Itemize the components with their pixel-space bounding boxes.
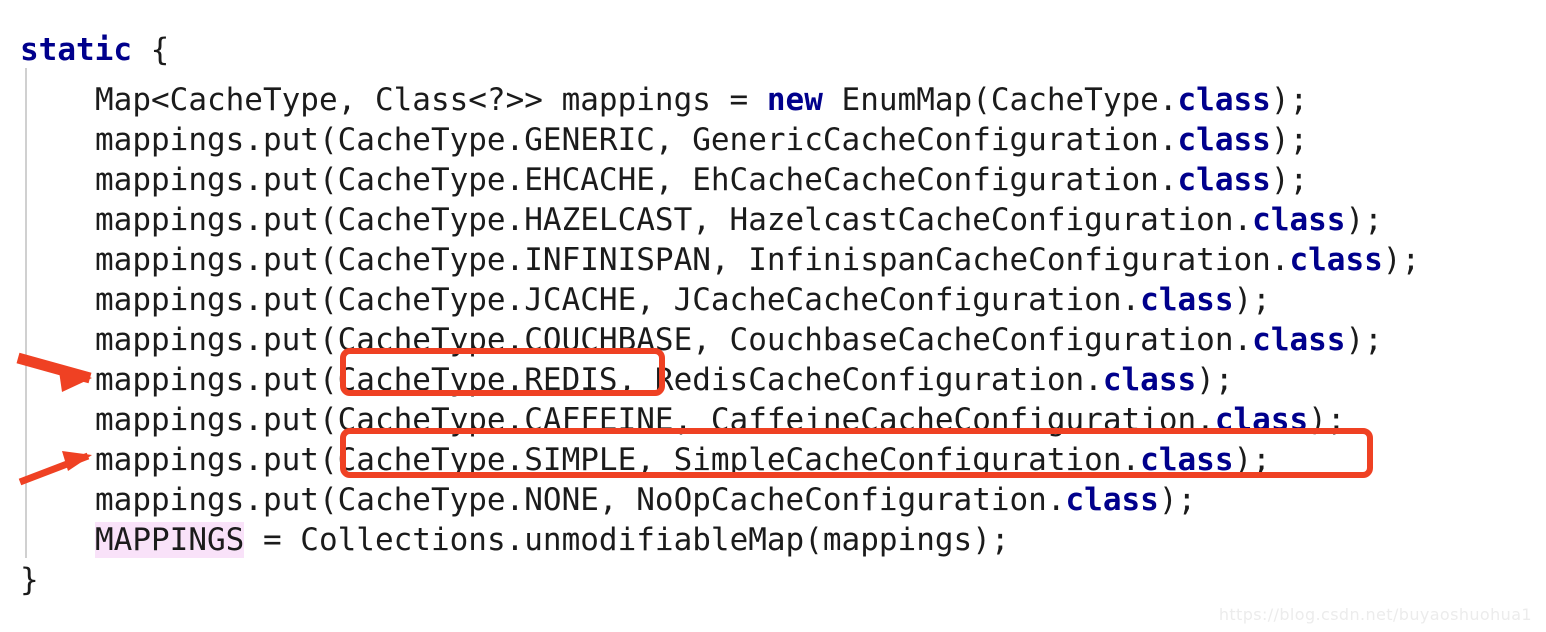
code-line-close-brace: }: [20, 562, 39, 598]
code-line-mappings-assign: MAPPINGS = Collections.unmodifiableMap(m…: [95, 520, 1010, 560]
keyword-class: class: [1177, 82, 1271, 118]
code-text: mappings.put(CacheType.INFINISPAN, Infin…: [95, 242, 1290, 278]
code-text: {: [131, 32, 170, 68]
code-line-put-jcache: mappings.put(CacheType.JCACHE, JCacheCac…: [95, 280, 1271, 320]
keyword-class: class: [1252, 322, 1346, 358]
keyword-class: class: [1140, 282, 1234, 318]
watermark-text: https://blog.csdn.net/buyaoshuohua1: [1218, 605, 1532, 624]
indent-guide: [25, 68, 27, 558]
highlight-box-redis: [340, 348, 665, 396]
code-text: );: [1196, 362, 1234, 398]
keyword-class: class: [1065, 482, 1159, 518]
code-text: );: [1233, 282, 1271, 318]
keyword-class: class: [1252, 202, 1346, 238]
keyword-static: static: [20, 32, 132, 68]
code-line-static-open: static {: [20, 30, 169, 70]
code-text: = Collections.unmodifiableMap(mappings);: [244, 522, 1010, 558]
keyword-class: class: [1177, 122, 1271, 158]
code-line-map-declaration: Map<CacheType, Class<?>> mappings = new …: [95, 80, 1308, 120]
code-line-put-ehcache: mappings.put(CacheType.EHCACHE, EhCacheC…: [95, 160, 1308, 200]
code-text: mappings.put(CacheType.JCACHE, JCacheCac…: [95, 282, 1141, 318]
code-text: );: [1345, 202, 1383, 238]
code-text: mappings.put(CacheType.EHCACHE, EhCacheC…: [95, 162, 1178, 198]
code-text: mappings.put(CacheType.GENERIC, GenericC…: [95, 122, 1178, 158]
code-text: );: [1270, 82, 1309, 118]
code-text: EnumMap(CacheType.: [822, 82, 1178, 118]
keyword-class: class: [1289, 242, 1383, 278]
code-text: mappings.put(CacheType.NONE, NoOpCacheCo…: [95, 482, 1066, 518]
keyword-class: class: [1177, 162, 1271, 198]
code-text: mappings.put(CacheType.HAZELCAST, Hazelc…: [95, 202, 1253, 238]
code-line-put-hazelcast: mappings.put(CacheType.HAZELCAST, Hazelc…: [95, 200, 1383, 240]
code-line-put-infinispan: mappings.put(CacheType.INFINISPAN, Infin…: [95, 240, 1420, 280]
code-text: );: [1270, 162, 1309, 198]
code-text: );: [1158, 482, 1197, 518]
keyword-class: class: [1102, 362, 1197, 398]
code-line-put-none: mappings.put(CacheType.NONE, NoOpCacheCo…: [95, 480, 1196, 520]
code-text: mappings.put(CacheType.COUCHBASE, Couchb…: [95, 322, 1253, 358]
code-text: );: [1345, 322, 1383, 358]
code-line-put-couchbase: mappings.put(CacheType.COUCHBASE, Couchb…: [95, 320, 1383, 360]
code-text: Map<CacheType, Class<?>> mappings =: [95, 82, 767, 118]
code-text: );: [1270, 122, 1309, 158]
code-text: );: [1382, 242, 1421, 278]
keyword-new: new: [766, 82, 823, 118]
highlighted-identifier-mappings: MAPPINGS: [95, 522, 245, 558]
code-line-put-generic: mappings.put(CacheType.GENERIC, GenericC…: [95, 120, 1308, 160]
highlight-box-simple: [340, 428, 1373, 478]
